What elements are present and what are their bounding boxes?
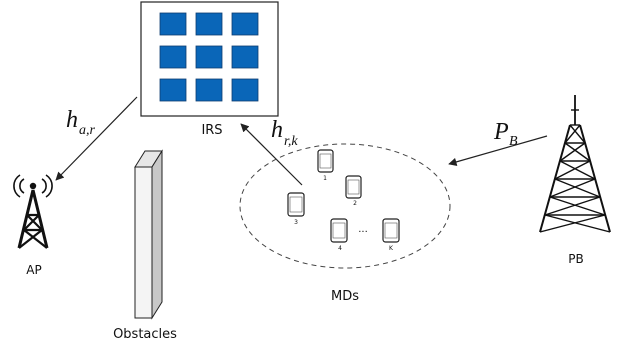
svg-text:a,r: a,r [79,123,96,138]
irs-element-grid [159,12,259,102]
channel-h-ar: h a,r [66,107,96,138]
channel-p-b: P B [493,119,518,149]
mobile-device: K [382,218,400,252]
arrow-irs-to-ap [55,96,138,181]
irs-label: IRS [201,123,222,138]
arrow-pb-to-mds [448,135,548,166]
irs-panel [140,1,279,117]
obstacles-label: Obstacles [113,327,177,342]
irs-element [159,78,187,102]
irs-element [231,78,259,102]
svg-text:r,k: r,k [284,134,298,149]
svg-text:2: 2 [353,200,357,207]
svg-text:h: h [66,107,78,133]
svg-text:4: 4 [338,245,342,252]
irs-element [159,12,187,36]
channel-h-rk: h r,k [271,117,298,149]
svg-text:K: K [389,245,394,252]
svg-text:h: h [271,117,283,143]
devices-ellipsis: ... [358,224,368,235]
mobile-device: 2 [345,175,362,207]
mobile-device: 1 [317,149,334,182]
mobile-device: 4 [330,218,348,252]
irs-element [231,45,259,69]
svg-text:3: 3 [294,219,298,226]
mds-label: MDs [331,289,359,304]
svg-text:P: P [493,119,509,145]
irs-element [159,45,187,69]
ap-antenna-icon [13,174,53,249]
irs-element [195,12,223,36]
irs-element [231,12,259,36]
svg-text:B: B [509,134,518,149]
mobile-device: 3 [287,192,305,226]
arrow-mds-to-irs [240,123,303,186]
obstacle-wall [134,149,163,320]
irs-element [195,45,223,69]
pb-label: PB [568,252,583,266]
pb-tower-icon [539,95,611,233]
ap-label: AP [26,263,41,277]
irs-element [195,78,223,102]
svg-text:1: 1 [323,175,327,182]
mds-cluster-boundary [239,143,451,269]
